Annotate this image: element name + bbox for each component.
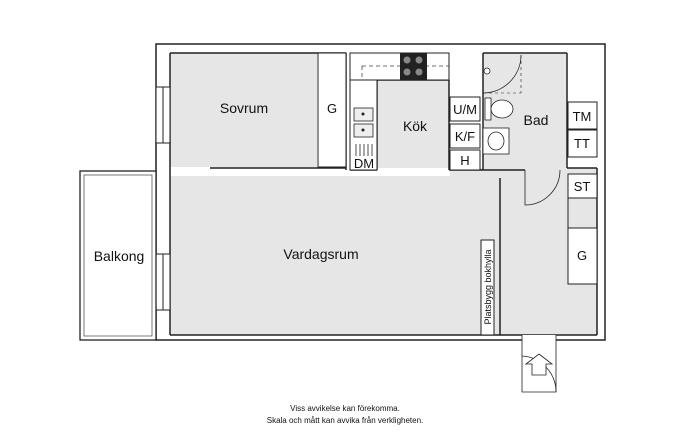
label-tt: TT: [574, 136, 590, 151]
balcony-rail: [83, 174, 153, 337]
sink-drain-2: [361, 128, 365, 132]
label-st: ST: [574, 179, 591, 194]
washbasin-icon: [482, 127, 510, 155]
balcony-outline: [79, 170, 157, 341]
windows: [155, 86, 171, 311]
appliance-kf: [449, 123, 481, 149]
label-g-bedroom: G: [327, 101, 337, 116]
hall-wardrobe: [567, 227, 598, 285]
tm-box: [567, 101, 598, 130]
appliance-um: [449, 96, 481, 122]
counter-top: [349, 52, 450, 81]
room-label-sovrum: Sovrum: [220, 100, 268, 116]
room-label-vardagsrum: Vardagsrum: [283, 246, 358, 262]
room-label-balkong: Balkong: [94, 248, 145, 264]
tt-box: [567, 129, 598, 158]
room-label-kok: Kök: [403, 118, 428, 134]
label-um: U/M: [453, 102, 477, 117]
living-floor: [170, 176, 500, 335]
kitchen-floor: [377, 80, 449, 168]
dishwasher-grille: [355, 144, 373, 156]
bedroom-wardrobe: [317, 52, 347, 168]
disclaimer-line-1: Viss avvikelse kan förekomma.: [290, 404, 400, 413]
bookshelf: [480, 239, 495, 336]
label-bookshelf: Platsbygg bokhylla: [483, 249, 493, 324]
label-kf: K/F: [455, 129, 475, 144]
appliance-h: [449, 149, 481, 171]
label-g-hall: G: [577, 248, 587, 263]
disclaimer-line-2: Skala och mått kan avvika från verklighe…: [266, 416, 424, 425]
shower-icon: [482, 54, 522, 94]
room-label-bad: Bad: [524, 112, 549, 128]
sink-drain-1: [361, 112, 365, 116]
floor-areas: [170, 53, 597, 335]
toilet-icon: [484, 97, 514, 121]
stove-icon: [400, 53, 427, 80]
st-box: [567, 173, 598, 199]
label-tm: TM: [573, 109, 592, 124]
hall-upper-floor: [450, 168, 510, 178]
label-dm: DM: [354, 156, 374, 171]
entrance-arrow-icon: [524, 353, 554, 376]
bedroom-floor: [170, 53, 317, 167]
label-h: H: [460, 153, 469, 168]
